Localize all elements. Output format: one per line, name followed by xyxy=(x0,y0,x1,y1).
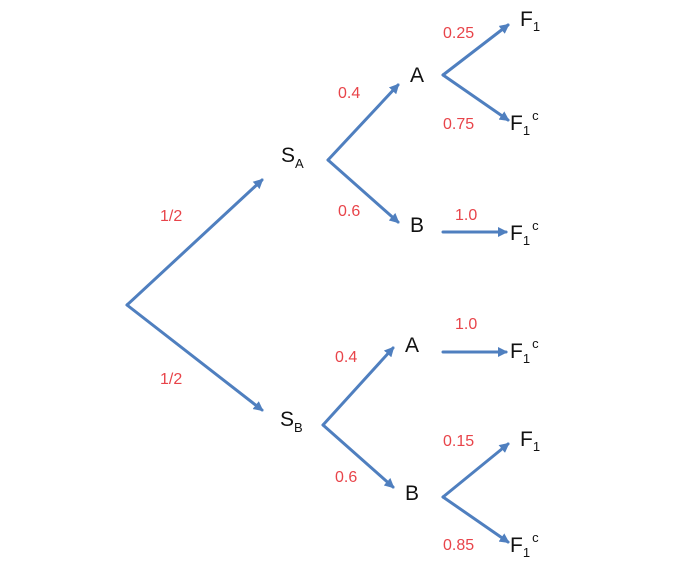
leaf-f1c-lower-b: F1c xyxy=(510,530,539,560)
edge-sb-to-a xyxy=(321,346,395,427)
leaf-f1-lower: F1 xyxy=(520,428,540,454)
edge-b2-to-f1 xyxy=(441,442,510,499)
probability-labels: 1/2 1/2 0.4 0.6 0.4 0.6 0.25 0.75 1.0 1.… xyxy=(160,25,477,554)
edge-root-to-sb xyxy=(125,303,264,412)
edges xyxy=(125,23,510,544)
prob-b1-f1c: 1.0 xyxy=(455,207,477,224)
leaf-f1c-lower-a: F1c xyxy=(510,336,539,366)
prob-b2-f1: 0.15 xyxy=(443,433,474,450)
nodes: SA SB A B A B F1 F1c F1c F1c F1 F1c xyxy=(280,8,540,560)
node-b-upper: B xyxy=(410,214,424,237)
prob-root-sb: 1/2 xyxy=(160,371,182,388)
prob-sa-a: 0.4 xyxy=(338,85,360,102)
edge-sa-to-a xyxy=(326,83,400,162)
prob-sb-a: 0.4 xyxy=(335,349,357,366)
leaf-f1-top: F1 xyxy=(520,8,540,34)
leaf-f1c-upper-b: F1c xyxy=(510,218,539,248)
edge-b2-to-f1c xyxy=(441,495,510,544)
prob-b2-f1c: 0.85 xyxy=(443,537,474,554)
prob-a1-f1c: 0.75 xyxy=(443,116,474,133)
prob-sb-b: 0.6 xyxy=(335,469,357,486)
edge-sa-to-b xyxy=(326,158,400,224)
node-sb: SB xyxy=(280,408,303,435)
node-a-lower: A xyxy=(405,334,419,357)
edge-a1-to-f1 xyxy=(441,23,510,77)
node-sa: SA xyxy=(281,144,304,171)
prob-root-sa: 1/2 xyxy=(160,208,182,225)
node-a-upper: A xyxy=(410,64,424,87)
prob-a2-f1c: 1.0 xyxy=(455,316,477,333)
edge-root-to-sa xyxy=(125,178,264,307)
node-b-lower: B xyxy=(405,482,419,505)
prob-sa-b: 0.6 xyxy=(338,203,360,220)
leaf-f1c-upper-a: F1c xyxy=(510,108,539,138)
edge-a1-to-f1c xyxy=(441,73,510,122)
edge-sb-to-b xyxy=(321,423,395,489)
prob-a1-f1: 0.25 xyxy=(443,25,474,42)
